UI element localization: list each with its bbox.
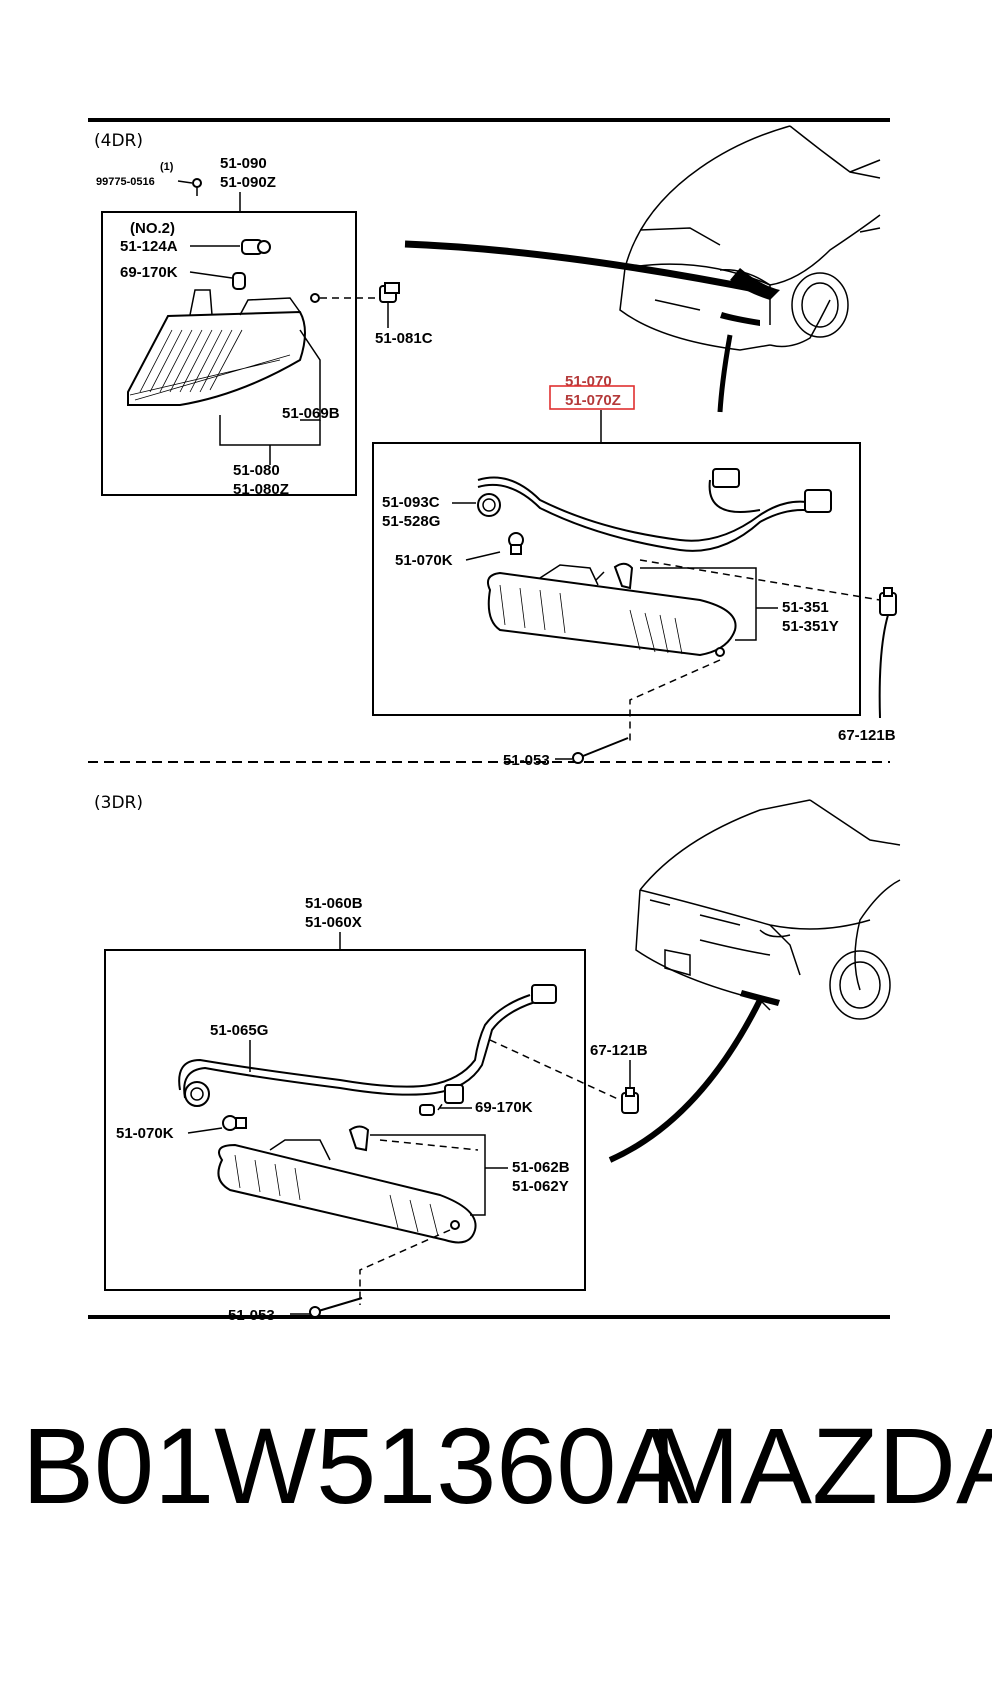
label-connector-3dr: 67-121B <box>590 1042 648 1059</box>
label-fog-assy-1: 51-070 <box>565 373 612 390</box>
label-fog-lens-1: 51-351 <box>782 599 829 616</box>
label-bulb-4dr: 69-170K <box>120 264 178 281</box>
bulb-3dr <box>222 1115 247 1131</box>
car-front-4dr <box>619 125 881 351</box>
label-screw: 99775-0516 <box>96 176 155 188</box>
box-corner-lamp <box>101 211 357 496</box>
label-no2: (NO.2) <box>130 220 175 237</box>
label-connector-4dr: 67-121B <box>838 727 896 744</box>
section-label-3dr: (3DR) <box>94 793 143 813</box>
label-lamp-assy-1: 51-090 <box>220 155 267 172</box>
label-lens-2: 51-080Z <box>233 481 289 498</box>
parts-diagram: (4DR) (1) 99775-0516 51-090 51-090Z (NO.… <box>88 118 901 1324</box>
label-gasket: 51-069B <box>282 405 340 422</box>
label-3dr-bulb: 51-070K <box>116 1125 174 1142</box>
label-clip: 51-081C <box>375 330 433 347</box>
bulb-part <box>232 272 246 290</box>
fog-harness <box>477 468 832 552</box>
part-number: B01W51360A <box>22 1404 689 1526</box>
label-3dr-lens-2: 51-062Y <box>512 1178 569 1195</box>
footer: B01W51360A MAZDA <box>0 1390 992 1540</box>
fog-lamp-3dr <box>217 1125 477 1244</box>
label-3dr-lens-1: 51-062B <box>512 1159 570 1176</box>
socket-part <box>241 239 271 255</box>
label-fog-socket-1: 51-093C <box>382 494 440 511</box>
label-bolt-4dr: 51-053 <box>503 752 550 769</box>
connector-part-3dr <box>621 1087 639 1114</box>
label-qty: (1) <box>160 161 174 173</box>
box-3dr-lamp <box>104 949 586 1291</box>
harness-3dr <box>178 984 557 1107</box>
label-lens-1: 51-080 <box>233 462 280 479</box>
connector-part-4dr <box>879 587 897 616</box>
fog-bulb-part <box>508 532 524 555</box>
fog-lamp <box>487 562 737 657</box>
label-3dr-assy-1: 51-060B <box>305 895 363 912</box>
corner-lamp <box>127 289 320 406</box>
bolt-part-3dr <box>309 1297 363 1318</box>
small-bulb-3dr <box>419 1104 435 1116</box>
label-fog-socket-2: 51-528G <box>382 513 440 530</box>
highlight-box <box>549 385 635 410</box>
bolt-part-4dr <box>572 737 629 764</box>
label-fog-assy-2: 51-070Z <box>565 392 621 409</box>
label-3dr-small-bulb: 69-170K <box>475 1099 533 1116</box>
label-fog-lens-2: 51-351Y <box>782 618 839 635</box>
clip-part <box>379 282 400 303</box>
label-3dr-assy-2: 51-060X <box>305 914 362 931</box>
label-socket: 51-124A <box>120 238 178 255</box>
car-front-3dr <box>635 799 901 1020</box>
label-lamp-assy-2: 51-090Z <box>220 174 276 191</box>
section-label-4dr: (4DR) <box>94 131 143 151</box>
screw-part <box>192 178 202 196</box>
box-fog-lamp <box>372 442 861 716</box>
label-harness: 51-065G <box>210 1022 268 1039</box>
label-fog-bulb: 51-070K <box>395 552 453 569</box>
brand-name: MAZDA <box>650 1404 992 1526</box>
label-bolt-3dr: 51-053 <box>228 1307 275 1324</box>
